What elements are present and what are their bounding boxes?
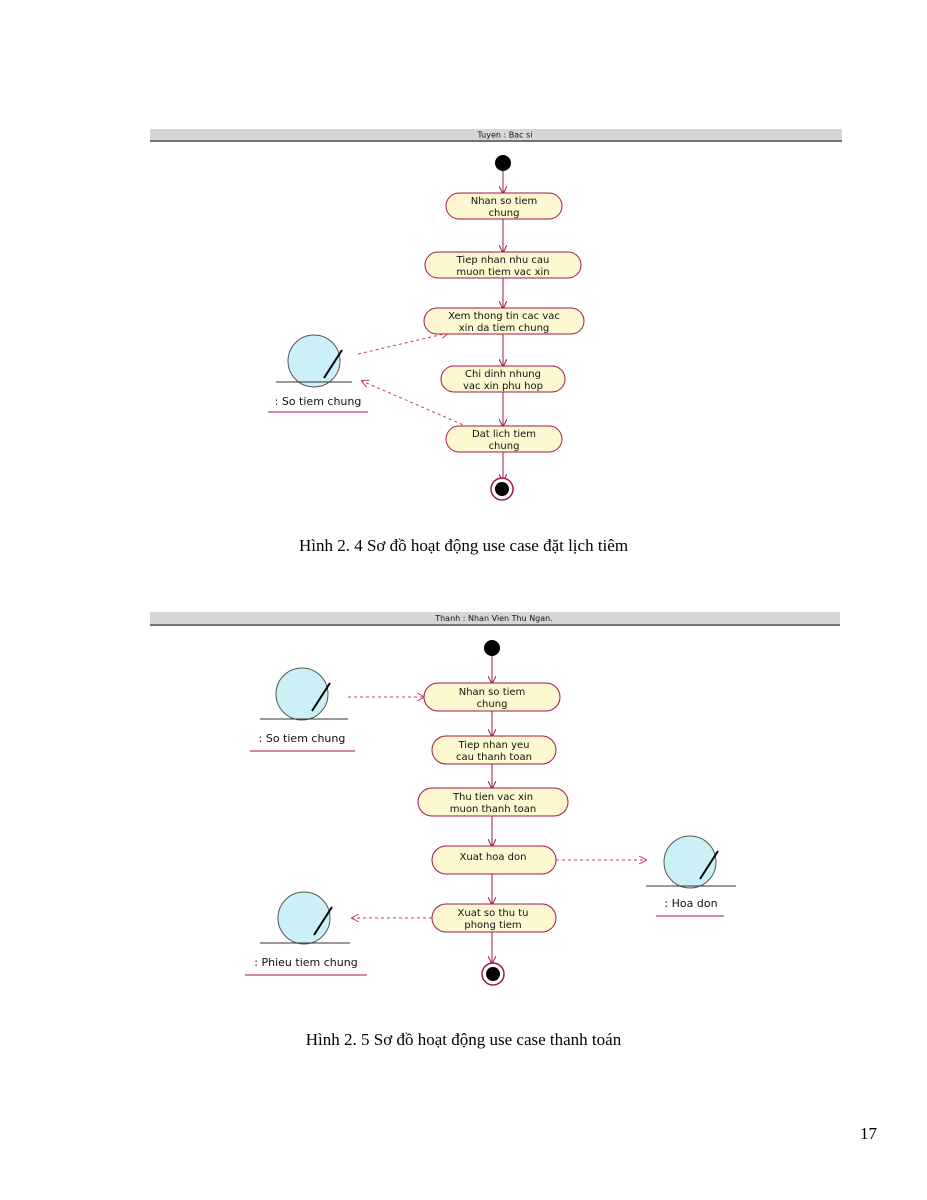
svg-text:Nhan so tiem: Nhan so tiem: [459, 687, 526, 698]
object-label: : Phieu tiem chung: [254, 956, 357, 969]
svg-text:Xuat hoa don: Xuat hoa don: [460, 852, 527, 863]
object-label: : So tiem chung: [275, 395, 362, 408]
final-node: [490, 477, 514, 501]
object-flow-arrow: [357, 333, 448, 355]
activity-node: Xuat hoa don: [431, 845, 557, 875]
activity-node: Xem thong tin cac vac xin da tiem chung: [423, 307, 585, 335]
svg-text:Xem thong tin cac vac: Xem thong tin cac vac: [448, 311, 560, 322]
object-node: : Hoa don: [646, 835, 736, 917]
figure-caption: Hình 2. 4 Sơ đồ hoạt động use case đặt l…: [298, 536, 629, 555]
initial-node: [484, 640, 500, 656]
svg-text:muon thanh toan: muon thanh toan: [450, 804, 536, 815]
svg-text:muon tiem vac xin: muon tiem vac xin: [456, 267, 549, 278]
diagram-dat-lich-tiem: Tuyen : Bac si Nhan so tiem chung: [150, 129, 842, 501]
page-number: 17: [860, 1124, 877, 1143]
initial-node: [495, 155, 511, 171]
activity-node: Chi dinh nhung vac xin phu hop: [440, 365, 566, 393]
object-label: : Hoa don: [664, 897, 717, 910]
diagram-thanh-toan: Thanh : Nhan Vien Thu Ngan. Nhan so tiem: [150, 612, 840, 986]
svg-text:cau thanh toan: cau thanh toan: [456, 752, 532, 763]
activity-node: Dat lich tiem chung: [445, 425, 563, 453]
final-node: [481, 962, 505, 986]
object-node: : So tiem chung: [268, 334, 368, 413]
svg-text:phong tiem: phong tiem: [464, 920, 521, 931]
svg-text:Dat lich tiem: Dat lich tiem: [472, 429, 536, 440]
activity-node: Tiep nhan nhu cau muon tiem vac xin: [424, 251, 582, 279]
svg-text:Nhan so tiem: Nhan so tiem: [471, 196, 538, 207]
entity-icon: [663, 835, 717, 889]
activity-node: Tiep nhan yeu cau thanh toan: [431, 735, 557, 765]
svg-text:vac xin phu hop: vac xin phu hop: [463, 381, 543, 392]
swimlane-header: [150, 612, 840, 624]
object-node: : Phieu tiem chung: [245, 891, 367, 976]
svg-text:Tiep nhan nhu cau: Tiep nhan nhu cau: [456, 255, 550, 266]
activity-node: Xuat so thu tu phong tiem: [431, 903, 557, 933]
activity-node: Nhan so tiem chung: [423, 682, 561, 712]
svg-text:chung: chung: [489, 208, 520, 219]
svg-text:xin da tiem chung: xin da tiem chung: [459, 323, 550, 334]
object-label: : So tiem chung: [259, 732, 346, 745]
entity-icon: [287, 334, 341, 388]
svg-text:chung: chung: [477, 699, 508, 710]
object-flow-arrow: [362, 381, 469, 428]
svg-text:chung: chung: [489, 441, 520, 452]
swimlane-title: Tuyen : Bac si: [477, 131, 533, 140]
svg-text:Chi dinh nhung: Chi dinh nhung: [465, 369, 541, 380]
object-node: : So tiem chung: [250, 667, 355, 752]
entity-icon: [277, 891, 331, 945]
activity-node: Thu tien vac xin muon thanh toan: [417, 787, 569, 817]
svg-text:Xuat so thu tu: Xuat so thu tu: [458, 908, 529, 919]
entity-icon: [275, 667, 329, 721]
figure-caption: Hình 2. 5 Sơ đồ hoạt động use case thanh…: [305, 1030, 622, 1049]
svg-text:Thu tien vac xin: Thu tien vac xin: [452, 792, 533, 803]
activity-node: Nhan so tiem chung: [445, 192, 563, 220]
swimlane-header: [150, 129, 842, 140]
swimlane-title: Thanh : Nhan Vien Thu Ngan.: [434, 614, 553, 623]
svg-text:Tiep nhan yeu: Tiep nhan yeu: [458, 740, 530, 751]
